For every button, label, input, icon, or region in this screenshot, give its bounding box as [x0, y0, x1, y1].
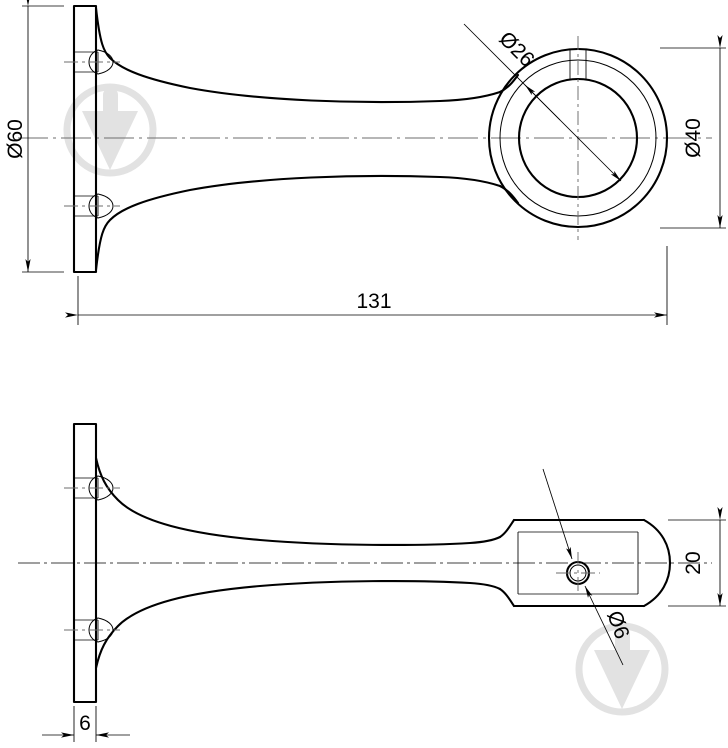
side-flange-plate [72, 422, 98, 704]
watermark-top [63, 83, 157, 177]
dimension-overall-length: 131 [65, 246, 668, 325]
top-upper-fastener [64, 49, 120, 75]
dim-26-leader-arrow2 [524, 84, 561, 121]
top-lower-fastener-head [97, 193, 114, 219]
watermark-bottom [575, 622, 669, 716]
top-upper-fastener-head [97, 49, 114, 75]
dim-60-label: Ø60 [4, 119, 27, 159]
dim-20-label: 20 [682, 551, 705, 574]
side-upper-fastener-head [97, 475, 114, 501]
dim-6-leader-lower [584, 585, 624, 666]
top-flange-plate [72, 4, 98, 274]
dim-thick-label: 6 [79, 712, 91, 735]
top-arm-lower-profile [94, 174, 502, 272]
dimension-boss-height: 20 [668, 507, 726, 607]
side-boss-rounded-end [642, 518, 672, 608]
dim-40-label: Ø40 [682, 118, 705, 158]
dimension-flange-height: Ø60 [4, 0, 64, 273]
side-arm-lower-profile [94, 579, 502, 670]
side-upper-fastener [64, 475, 120, 501]
dimension-eye-outer: Ø40 [660, 35, 726, 229]
dim-26-label: Ø26 [494, 27, 538, 71]
dimension-plate-thickness: 6 [42, 706, 130, 742]
side-boss-step-lower [498, 587, 516, 608]
top-lower-fastener [64, 193, 120, 219]
side-boss-step-upper [498, 518, 516, 539]
dimension-eye-bore: Ø26 [463, 23, 622, 182]
dim-6-leader-upper [542, 468, 573, 560]
top-arm-upper-profile [94, 6, 502, 104]
dim-131-label: 131 [356, 290, 391, 313]
top-view: Ø60 Ø40 Ø26 131 [4, 0, 726, 325]
side-view: 20 Ø6 6 [18, 422, 726, 742]
side-lower-fastener-head [97, 617, 114, 643]
side-arm-upper-profile [94, 456, 502, 547]
side-lower-fastener [64, 617, 120, 643]
